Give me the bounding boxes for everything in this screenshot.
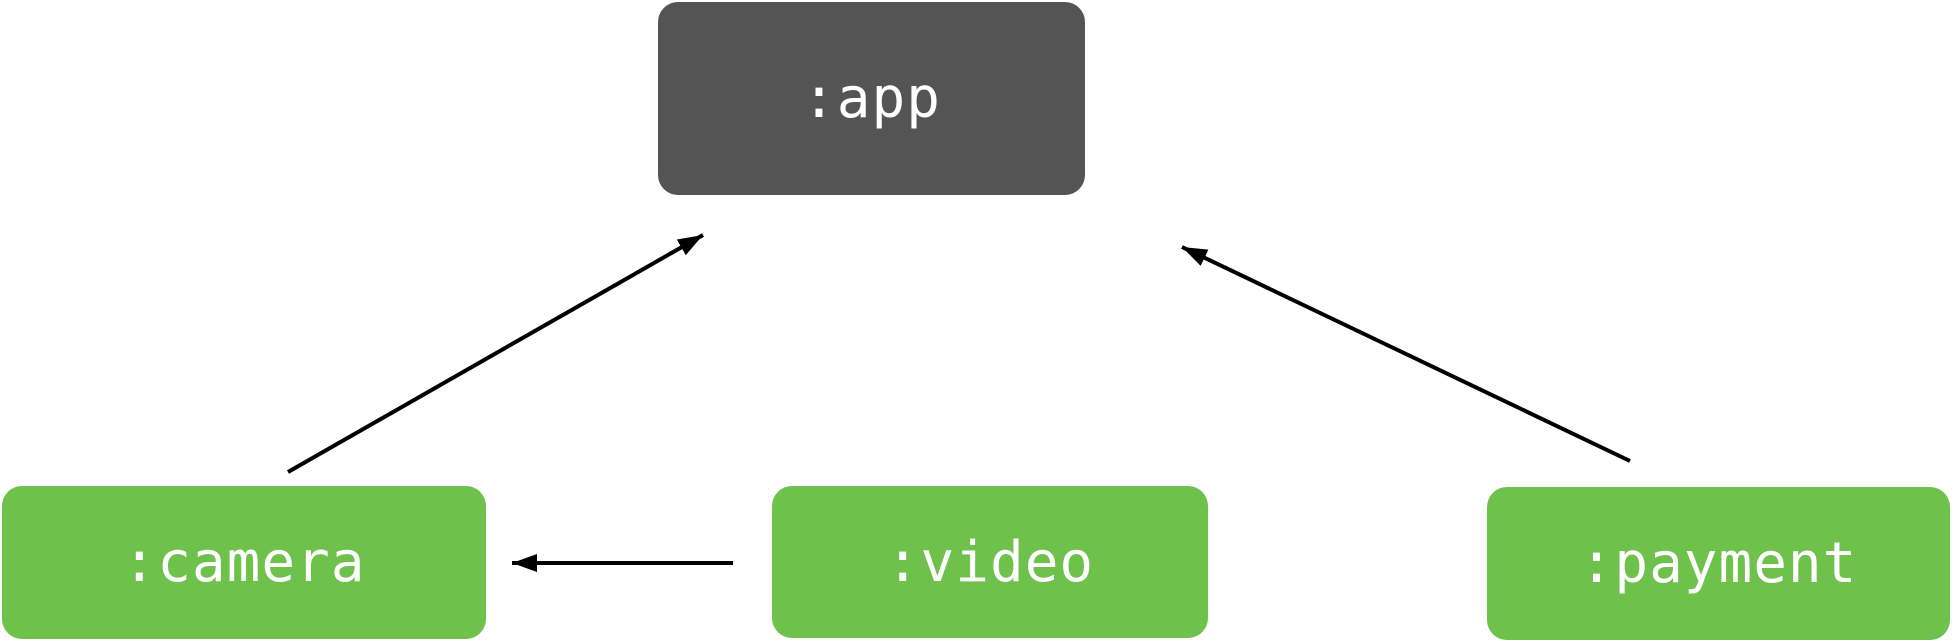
node-payment-label: :payment [1579,531,1858,596]
node-camera-label: :camera [122,530,366,595]
node-app: :app [658,2,1085,195]
node-camera: :camera [2,486,486,639]
node-video: :video [772,486,1208,638]
edge-camera-to-app [287,233,704,474]
node-app-label: :app [802,66,941,131]
node-payment: :payment [1487,487,1950,640]
edge-payment-to-app [1181,245,1631,463]
node-video-label: :video [885,529,1095,595]
